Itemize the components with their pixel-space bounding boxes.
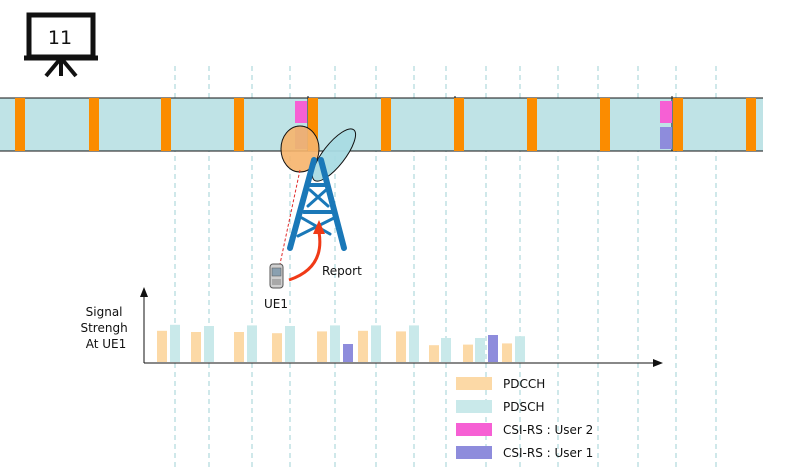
pdcch-marker-7 xyxy=(527,98,537,151)
pdcch-marker-10 xyxy=(746,98,756,151)
csi-rs-user2-marker-1 xyxy=(660,101,672,123)
projector-screen-icon xyxy=(24,12,98,78)
pdcch-marker-6 xyxy=(454,98,464,151)
chart-axes xyxy=(140,287,663,367)
pdcch-marker-9 xyxy=(673,98,683,151)
bar-pdsch-5 xyxy=(247,325,257,362)
bar-pdsch-12 xyxy=(371,325,381,362)
pdcch-marker-0 xyxy=(15,98,25,151)
pdcch-marker-2 xyxy=(161,98,171,151)
legend: PDCCH PDSCH CSI-RS : User 2 CSI-RS : User 1 xyxy=(456,377,593,460)
bar-pdsch-14 xyxy=(409,325,419,362)
legend-label-1: PDSCH xyxy=(503,400,545,414)
bar-csi-rs-user-1-19 xyxy=(488,335,498,362)
legend-swatch-0 xyxy=(456,377,492,390)
bar-pdcch-13 xyxy=(396,331,406,362)
bar-pdcch-11 xyxy=(358,330,368,362)
bar-pdcch-8 xyxy=(317,331,327,362)
signal-bars xyxy=(157,324,525,362)
mobile-phone-icon xyxy=(269,263,284,289)
legend-swatch-3 xyxy=(456,446,492,459)
bar-csi-rs-user-1-10 xyxy=(343,344,353,362)
bar-pdcch-0 xyxy=(157,330,167,362)
bar-pdcch-15 xyxy=(429,345,439,362)
y-axis-label: Signal Strengh At UE1 xyxy=(80,305,131,351)
pdcch-marker-5 xyxy=(381,98,391,151)
legend-label-0: PDCCH xyxy=(503,377,545,391)
ue-label: UE1 xyxy=(264,297,288,311)
bar-pdcch-20 xyxy=(502,343,512,362)
slide-number: 11 xyxy=(48,27,72,49)
bar-pdsch-3 xyxy=(204,326,214,362)
bar-pdcch-17 xyxy=(463,344,473,362)
legend-label-2: CSI-RS : User 2 xyxy=(503,423,593,437)
report-label: Report xyxy=(322,264,362,278)
x-axis-arrowhead xyxy=(653,359,663,367)
report-arrow xyxy=(288,220,325,282)
bar-pdsch-21 xyxy=(515,336,525,362)
base-station-tower-icon xyxy=(287,157,347,251)
legend-swatch-1 xyxy=(456,400,492,413)
beam-to-ue-link xyxy=(279,169,301,265)
bar-pdcch-4 xyxy=(234,332,244,362)
csi-rs-user1-marker-1 xyxy=(660,127,672,149)
pdcch-marker-3 xyxy=(234,98,244,151)
legend-label-3: CSI-RS : User 1 xyxy=(503,446,593,460)
bar-pdsch-1 xyxy=(170,324,180,362)
legend-swatch-2 xyxy=(456,423,492,436)
bar-pdsch-7 xyxy=(285,326,295,362)
pdcch-marker-8 xyxy=(600,98,610,151)
bar-pdcch-6 xyxy=(272,333,282,362)
csi-rs-user2-marker-0 xyxy=(295,101,307,123)
pdcch-marker-4 xyxy=(308,98,318,151)
bar-pdsch-18 xyxy=(475,338,485,362)
bar-pdcch-2 xyxy=(191,332,201,362)
bar-pdsch-16 xyxy=(441,338,451,362)
resource-frame xyxy=(0,96,763,152)
bar-pdsch-9 xyxy=(330,325,340,362)
pdcch-marker-1 xyxy=(89,98,99,151)
y-axis-arrowhead xyxy=(140,287,148,297)
pdcch-markers xyxy=(15,98,756,151)
